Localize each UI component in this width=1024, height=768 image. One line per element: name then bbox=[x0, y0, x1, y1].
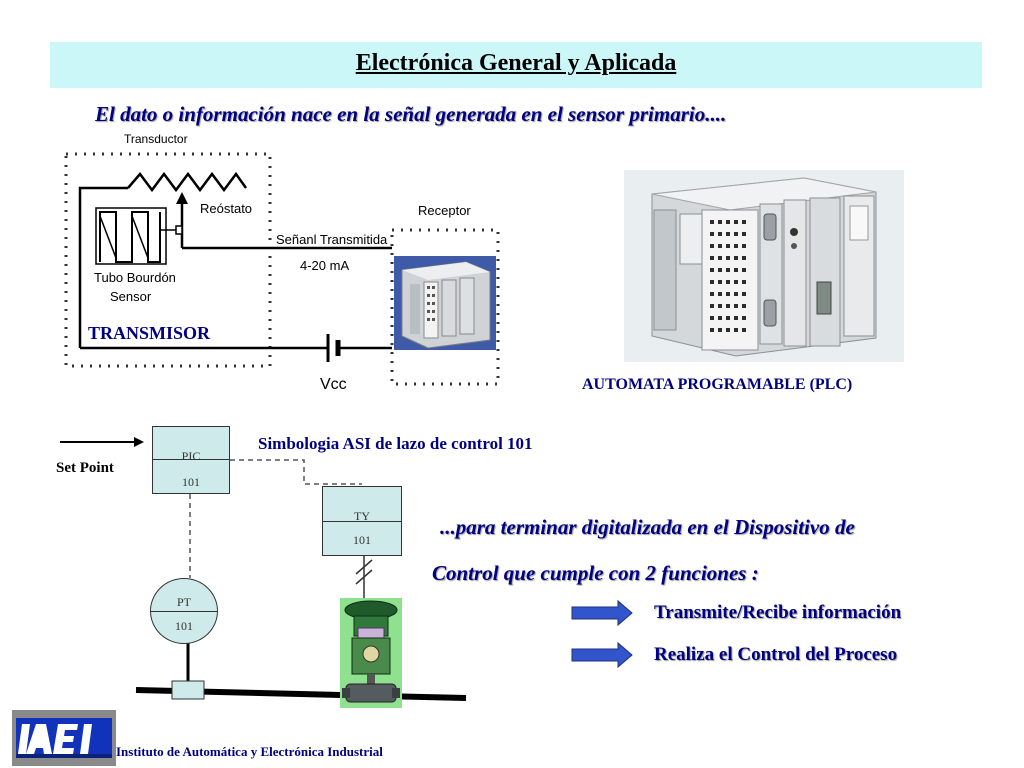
pic-tag: PIC bbox=[181, 449, 201, 463]
control-valve-image bbox=[340, 598, 402, 708]
iaei-logo bbox=[12, 710, 116, 766]
conclusion-line-1: ...para terminar digitalizada en el Disp… bbox=[440, 515, 855, 539]
bourdon-tube-icon bbox=[95, 207, 176, 265]
arrow-right-icon bbox=[571, 641, 633, 669]
wire-left bbox=[78, 186, 128, 348]
range-label: 4-20 mA bbox=[300, 258, 350, 273]
transmitter-label: TRANSMISOR bbox=[88, 323, 211, 343]
plc-caption: AUTOMATA PROGRAMABLE (PLC) bbox=[582, 376, 853, 393]
pic-number: 101 bbox=[182, 475, 200, 489]
pneumatic-tick-2 bbox=[355, 569, 373, 585]
symbol-divider bbox=[151, 611, 217, 612]
pt-transmitter-symbol: PT 101 bbox=[150, 578, 218, 644]
set-point-label: Set Point bbox=[56, 460, 114, 476]
symbol-divider bbox=[153, 459, 229, 460]
pt-tag: PT bbox=[176, 595, 191, 609]
symbology-title: Simbologia ASI de lazo de control 101 bbox=[258, 434, 533, 453]
wiper-arrow bbox=[176, 192, 188, 204]
ty-converter-symbol: TY 101 bbox=[322, 486, 402, 556]
ty-number: 101 bbox=[353, 533, 371, 547]
rheostat-label: Reóstato bbox=[200, 201, 253, 216]
pipe-sensor bbox=[171, 680, 205, 700]
page-subtitle: El dato o información nace en la señal g… bbox=[95, 102, 727, 126]
pic-controller-symbol: PIC 101 bbox=[152, 426, 230, 494]
pneumatic-tick-1 bbox=[355, 559, 373, 575]
signal-label: Señanl Transmitida bbox=[276, 232, 388, 247]
footer-institute: Instituto de Automática y Electrónica In… bbox=[116, 744, 383, 759]
plc-photo bbox=[624, 170, 904, 362]
ty-tag: TY bbox=[354, 509, 370, 523]
receiver-plc-image bbox=[394, 256, 496, 350]
vcc-label: Vcc bbox=[320, 376, 347, 393]
function-item-control: Realiza el Control del Proceso bbox=[654, 644, 898, 665]
bourdon-label: Tubo Bourdón bbox=[94, 270, 176, 285]
sensor-label: Sensor bbox=[110, 289, 152, 304]
transducer-label: Transductor bbox=[124, 132, 188, 146]
conclusion-line-2: Control que cumple con 2 funciones : bbox=[432, 561, 759, 585]
set-point-arrowhead bbox=[134, 437, 144, 447]
io-terminal-grid bbox=[710, 220, 746, 332]
pt-number: 101 bbox=[175, 619, 193, 633]
function-item-transmit: Transmite/Recibe información bbox=[654, 602, 902, 623]
receiver-boundary bbox=[390, 228, 500, 386]
receiver-label: Receptor bbox=[418, 203, 471, 218]
page-title: Electrónica General y Aplicada bbox=[355, 50, 677, 76]
symbol-divider bbox=[323, 521, 401, 522]
rheostat-zigzag bbox=[127, 171, 248, 193]
signal-pic-ty bbox=[230, 459, 362, 485]
arrow-right-icon bbox=[571, 599, 633, 627]
title-bar: Electrónica General y Aplicada bbox=[50, 42, 982, 88]
